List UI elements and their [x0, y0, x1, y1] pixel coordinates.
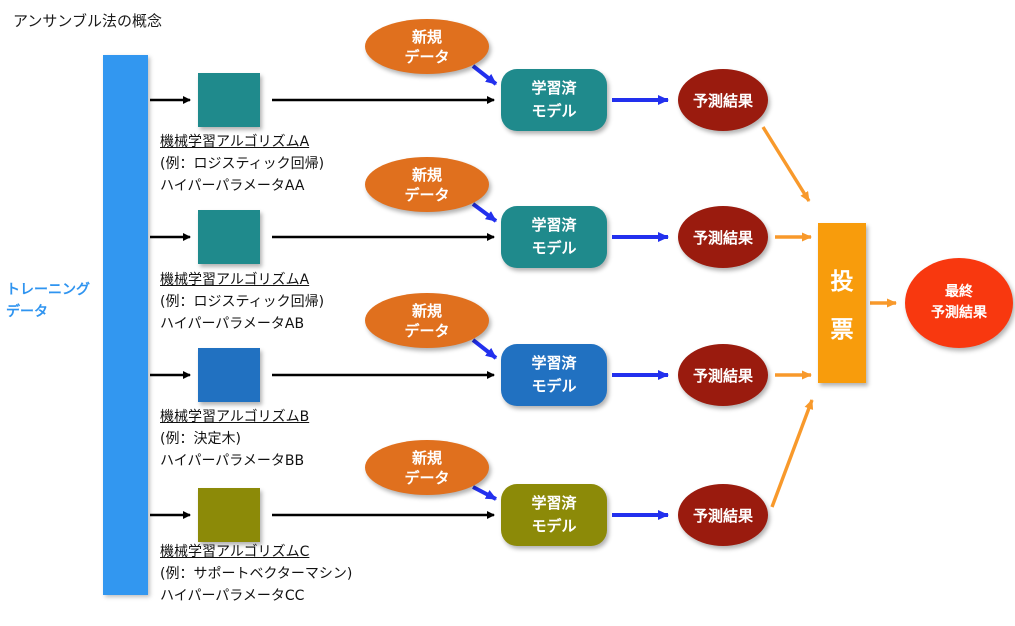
trained-model-box-4: 学習済 モデル: [501, 484, 607, 546]
algorithm-square-3: [198, 348, 260, 402]
trained-model-line2-3: モデル: [531, 377, 577, 395]
arrow-result-to-vote-4: [770, 399, 814, 508]
training-data-bar: [103, 55, 148, 595]
algorithm-square-4: [198, 488, 260, 542]
algorithm-example-2: (例：ロジスティック回帰): [160, 294, 325, 310]
prediction-result-ellipse-3: 予測結果: [678, 344, 768, 406]
vote-label-line1: 投: [830, 269, 854, 295]
algorithm-label-1: 機械学習アルゴリズムA (例：ロジスティック回帰) ハイパーパラメータAA: [160, 131, 460, 197]
training-data-label: トレーニング データ: [6, 279, 106, 323]
vote-box: 投 票: [818, 223, 866, 383]
trained-model-box-1: 学習済 モデル: [501, 69, 607, 131]
algorithm-square-2: [198, 210, 260, 264]
algorithm-label-2: 機械学習アルゴリズムA (例：ロジスティック回帰) ハイパーパラメータAB: [160, 269, 460, 335]
trained-model-box-3: 学習済 モデル: [501, 344, 607, 406]
prediction-result-label-4: 予測結果: [692, 506, 753, 525]
prediction-result-label-1: 予測結果: [692, 91, 753, 110]
vote-label-line2: 票: [830, 317, 854, 343]
algorithm-hyperparameters-1: ハイパーパラメータAA: [160, 178, 305, 194]
new-data-line2-2: データ: [404, 185, 450, 204]
trained-model-line1-2: 学習済: [531, 216, 577, 234]
algorithm-name-3: 機械学習アルゴリズムB: [160, 409, 310, 425]
prediction-result-label-2: 予測結果: [692, 228, 753, 247]
training-data-label-line2: データ: [6, 304, 48, 320]
new-data-line2-3: データ: [404, 321, 450, 340]
trained-model-line1-3: 学習済: [531, 354, 577, 372]
trained-model-line2-2: モデル: [531, 239, 577, 257]
new-data-line1-2: 新規: [411, 165, 442, 184]
algorithm-label-3: 機械学習アルゴリズムB (例：決定木) ハイパーパラメータBB: [160, 406, 460, 472]
prediction-result-ellipse-2: 予測結果: [678, 206, 768, 268]
new-data-ellipse-4: 新規 データ: [365, 440, 489, 495]
new-data-line2-1: データ: [404, 47, 450, 66]
prediction-result-label-3: 予測結果: [692, 366, 753, 385]
trained-model-box-2: 学習済 モデル: [501, 206, 607, 268]
algorithm-example-3: (例：決定木): [160, 431, 241, 447]
algorithm-hyperparameters-2: ハイパーパラメータAB: [160, 316, 305, 332]
arrow-result-to-vote-1: [761, 126, 811, 202]
training-data-label-line1: トレーニング: [6, 282, 90, 298]
new-data-line1-3: 新規: [411, 301, 442, 320]
new-data-line1-1: 新規: [411, 27, 442, 46]
arrow-newdata-to-model-3: [471, 338, 498, 360]
trained-model-line1-1: 学習済: [531, 79, 577, 97]
trained-model-line2-4: モデル: [531, 517, 577, 535]
arrow-newdata-to-model-4: [472, 485, 497, 501]
algorithm-label-4: 機械学習アルゴリズムC (例：サポートベクターマシン) ハイパーパラメータCC: [160, 541, 460, 607]
prediction-result-ellipse-4: 予測結果: [678, 484, 768, 546]
new-data-line2-4: データ: [404, 468, 450, 487]
algorithm-example-4: (例：サポートベクターマシン): [160, 566, 353, 582]
algorithm-example-1: (例：ロジスティック回帰): [160, 156, 325, 172]
arrow-newdata-to-model-1: [471, 64, 498, 86]
algorithm-hyperparameters-4: ハイパーパラメータCC: [160, 588, 305, 604]
trained-model-line2-1: モデル: [531, 102, 577, 120]
algorithm-name-4: 機械学習アルゴリズムC: [160, 544, 310, 560]
algorithm-square-1: [198, 73, 260, 127]
page-title: アンサンブル法の概念: [13, 12, 162, 30]
new-data-ellipse-2: 新規 データ: [365, 157, 489, 212]
algorithm-name-1: 機械学習アルゴリズムA: [160, 134, 310, 150]
new-data-line1-4: 新規: [411, 448, 442, 467]
trained-model-line1-4: 学習済: [531, 494, 577, 512]
arrow-newdata-to-model-2: [471, 202, 498, 223]
new-data-ellipse-1: 新規 データ: [365, 19, 489, 74]
algorithm-hyperparameters-3: ハイパーパラメータBB: [160, 453, 305, 469]
new-data-ellipse-3: 新規 データ: [365, 293, 489, 348]
algorithm-name-2: 機械学習アルゴリズムA: [160, 272, 310, 288]
final-result-line2: 予測結果: [931, 305, 987, 321]
final-result-line1: 最終: [945, 284, 973, 300]
prediction-result-ellipse-1: 予測結果: [678, 69, 768, 131]
final-prediction-result-ellipse: 最終 予測結果: [905, 258, 1013, 348]
